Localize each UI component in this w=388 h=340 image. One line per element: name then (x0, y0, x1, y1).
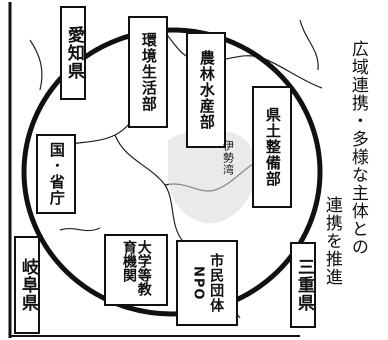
actor-infrastructure: 県土整備部 (252, 86, 292, 208)
actor-citizens-line1: 市民団体 (208, 253, 225, 313)
caption-line1: 広域連携・多様な主体との (347, 40, 368, 256)
ise-bay-area (168, 129, 257, 224)
actor-environment: 環境生活部 (128, 16, 168, 128)
actor-university-text: 大学等教育機関 (121, 240, 152, 296)
actor-national: 国･省庁 (36, 134, 76, 214)
label-ise-bay: 伊勢湾 (221, 140, 235, 176)
label-mie: 三重県 (290, 242, 316, 328)
caption-line2: 連携を推進 (321, 196, 342, 286)
label-gifu: 岐阜県 (14, 236, 40, 334)
actor-university: 大学等教育機関 (104, 234, 168, 306)
actor-citizens: 市民団体 NPO (176, 240, 238, 326)
actor-citizens-line2: NPO (190, 265, 206, 301)
actor-agriculture: 農林水産部 (186, 32, 226, 148)
cooperation-ring (21, 27, 323, 317)
label-aichi: 愛知県 (60, 6, 86, 100)
